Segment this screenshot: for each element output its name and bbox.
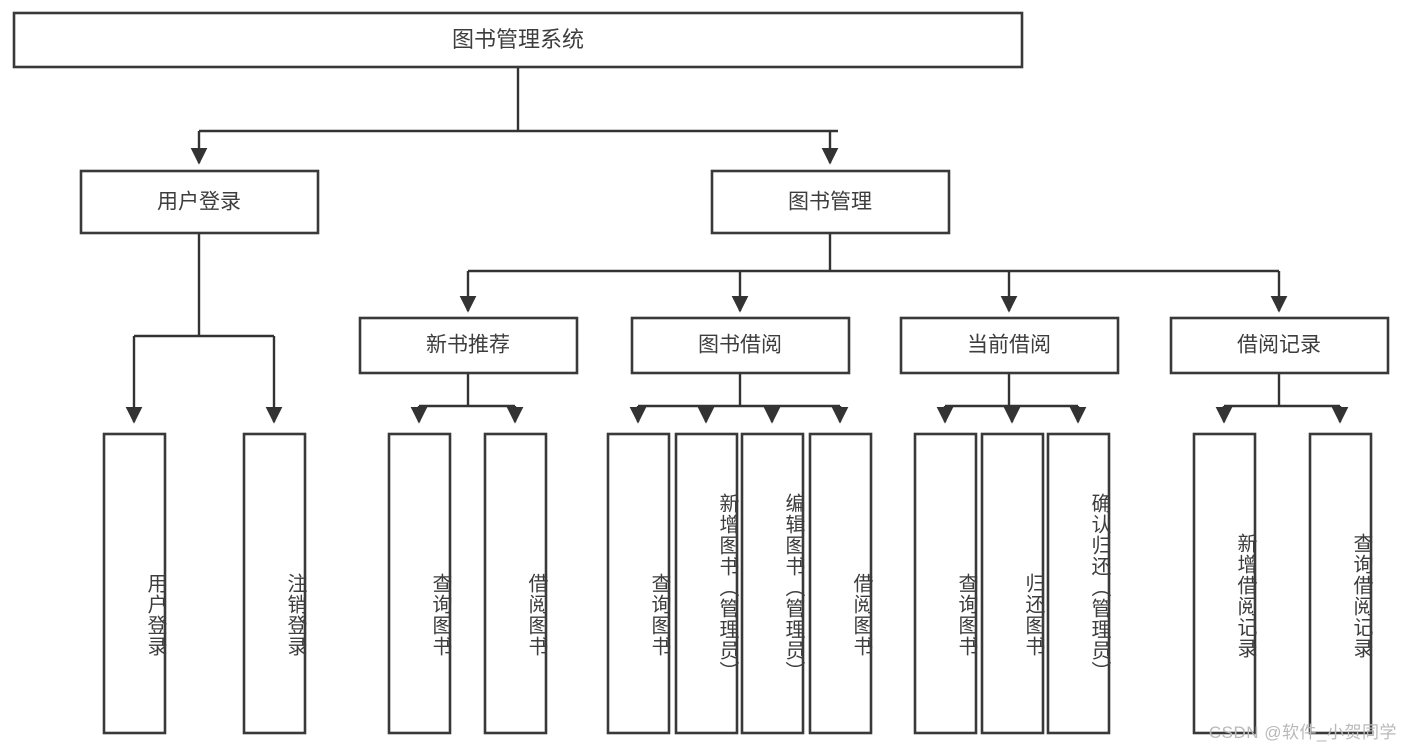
- node-book-borrow-label: 图书借阅: [698, 334, 782, 357]
- node-root[interactable]: 图书管理系统: [12, 11, 1024, 69]
- node-book-borrow[interactable]: 图书借阅: [630, 316, 851, 375]
- leaf-box-nb-query-book[interactable]: [387, 432, 452, 735]
- leaf-box-nb-borrow-book[interactable]: [483, 432, 548, 735]
- connector-currentborrow-to-leaves: [936, 373, 1087, 424]
- node-book-management[interactable]: 图书管理: [710, 169, 951, 235]
- node-current-borrow[interactable]: 当前借阅: [899, 316, 1120, 375]
- connector-borrowrecord-to-leaves: [1215, 373, 1349, 424]
- node-current-borrow-label: 当前借阅: [967, 334, 1051, 357]
- leaf-box-bb-edit-book[interactable]: [740, 432, 805, 735]
- node-user-login[interactable]: 用户登录: [79, 169, 320, 235]
- leaf-box-bb-borrow-book[interactable]: [808, 432, 873, 735]
- leaf-box-br-add-record[interactable]: [1192, 432, 1257, 735]
- node-book-management-label: 图书管理: [788, 191, 872, 214]
- node-root-label: 图书管理系统: [452, 27, 584, 52]
- node-user-login-label: 用户登录: [157, 191, 241, 214]
- leaf-box-br-query-record[interactable]: [1308, 432, 1373, 735]
- connector-newbook-to-leaves: [410, 373, 524, 424]
- leaf-box-bb-query-book[interactable]: [606, 432, 671, 735]
- leaf-box-bb-add-book[interactable]: [674, 432, 739, 735]
- leaf-box-user-login[interactable]: [102, 432, 167, 735]
- connector-userlogin-to-leaves: [125, 233, 283, 424]
- node-borrow-record[interactable]: 借阅记录: [1169, 316, 1390, 375]
- node-new-book-recommend-label: 新书推荐: [426, 334, 510, 357]
- leaf-box-cb-confirm-return[interactable]: [1046, 432, 1111, 735]
- watermark: CSDN @软件_小贺同学: [1208, 723, 1397, 742]
- connector-root-to-level2: [190, 67, 839, 165]
- node-borrow-record-label: 借阅记录: [1237, 334, 1321, 357]
- leaf-boxes: [102, 432, 1373, 735]
- node-new-book-recommend[interactable]: 新书推荐: [358, 316, 579, 375]
- leaf-box-logout-login[interactable]: [242, 432, 307, 735]
- leaf-box-cb-return-book[interactable]: [980, 432, 1045, 735]
- connector-bookborrow-to-leaves: [629, 373, 849, 424]
- leaf-box-cb-query-book[interactable]: [913, 432, 978, 735]
- connector-bookmgmt-to-level3: [459, 233, 1288, 313]
